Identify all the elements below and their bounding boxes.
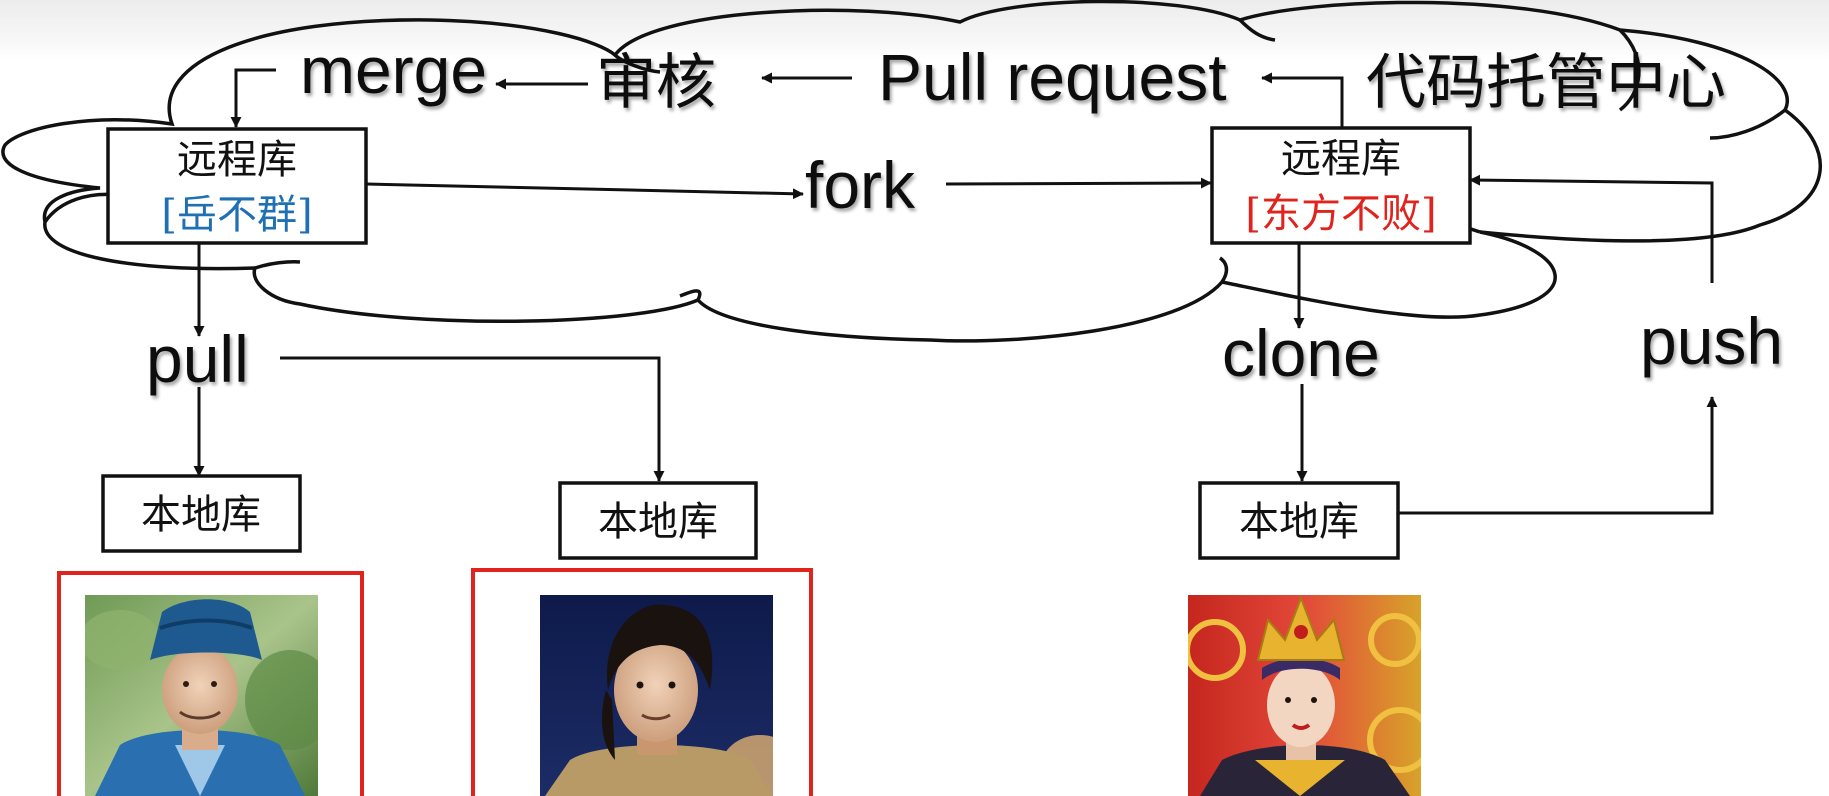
arrow-remote-left-to-fork [365,182,804,200]
local-repo-2-label: 本地库 [598,499,718,545]
remote-repo-left: 远程库 [岳不群] [106,127,368,245]
remote-repo-left-owner: [岳不群] [161,192,312,238]
fork-label: fork [805,148,916,222]
local-repo-2-box [558,481,758,560]
arrow-fork-to-remote-right [945,177,1212,189]
cloud-shape [1,0,1822,343]
local-repo-1: 本地库 [101,474,302,553]
merge-label: merge [300,33,487,107]
arrow-pull-to-local-2 [280,356,665,482]
highlight-frame-2 [471,568,813,796]
local-repo-3: 本地库 [1198,481,1400,560]
remote-repo-right-label: 远程库 [1281,136,1401,182]
pull-label: pull [146,322,249,396]
remote-repo-right: 远程库 [东方不败] [1210,126,1472,245]
photo-portrait-man-blue-hat [85,595,318,796]
push-label: push [1640,304,1783,378]
arrow-push-to-remote-right [1469,174,1714,283]
review-label: 审核 [596,48,716,118]
remote-repo-left-box [106,127,368,245]
local-repo-3-box [1198,481,1400,560]
photo-portrait-woman-golden-crown [1188,595,1421,796]
clone-label: clone [1222,316,1380,390]
remote-repo-left-label: 远程库 [177,137,297,183]
photo-portrait-young-man [540,595,773,796]
arrow-merge-to-remote-left [230,68,276,128]
local-repo-2: 本地库 [558,481,758,560]
arrow-repo-to-pull-request [1261,72,1344,128]
local-repo-3-label: 本地库 [1239,499,1359,545]
local-repo-1-box [101,474,302,553]
pull-request-label: Pull request [878,40,1227,114]
remote-repo-right-box [1210,126,1472,245]
arrow-local-3-to-push [1399,396,1718,515]
highlight-frame-1 [57,571,364,796]
local-repo-1-label: 本地库 [141,492,261,538]
remote-repo-right-owner: [东方不败] [1245,191,1436,237]
cloud-label: 代码托管中心 [1366,48,1726,118]
